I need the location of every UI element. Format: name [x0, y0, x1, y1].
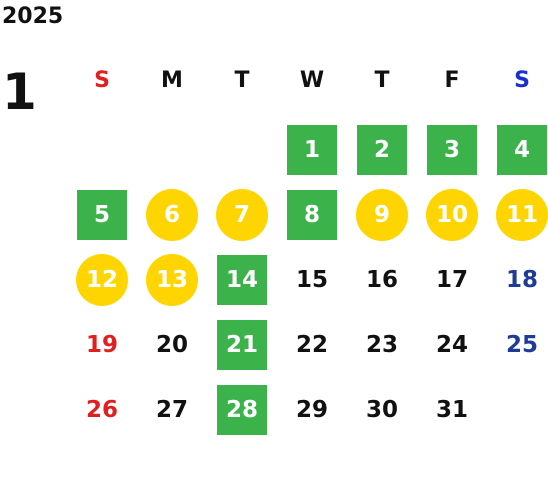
day-cell-19[interactable]: 19: [85, 332, 118, 358]
day-cell-2[interactable]: 2: [357, 125, 407, 175]
day-cell-28[interactable]: 28: [217, 385, 267, 435]
day-cell-12[interactable]: 12: [76, 254, 128, 306]
day-cell-16[interactable]: 16: [365, 267, 398, 293]
day-cell-30[interactable]: 30: [365, 397, 398, 423]
day-cell-5[interactable]: 5: [77, 190, 127, 240]
day-cell-20[interactable]: 20: [155, 332, 188, 358]
year-label: 2025: [2, 4, 64, 29]
weekday-wednesday: W: [299, 68, 325, 93]
day-cell-9[interactable]: 9: [356, 189, 408, 241]
day-cell-10[interactable]: 10: [426, 189, 478, 241]
weekday-thursday: T: [374, 68, 390, 93]
weekday-saturday: S: [514, 68, 530, 93]
weekday-friday: F: [444, 68, 460, 93]
day-cell-7[interactable]: 7: [216, 189, 268, 241]
day-cell-14[interactable]: 14: [217, 255, 267, 305]
day-cell-18[interactable]: 18: [505, 267, 538, 293]
day-cell-23[interactable]: 23: [365, 332, 398, 358]
day-cell-4[interactable]: 4: [497, 125, 547, 175]
day-cell-8[interactable]: 8: [287, 190, 337, 240]
day-cell-15[interactable]: 15: [295, 267, 328, 293]
day-cell-25[interactable]: 25: [505, 332, 538, 358]
day-cell-11[interactable]: 11: [496, 189, 548, 241]
day-cell-26[interactable]: 26: [85, 397, 118, 423]
day-cell-29[interactable]: 29: [295, 397, 328, 423]
day-cell-6[interactable]: 6: [146, 189, 198, 241]
day-cell-22[interactable]: 22: [295, 332, 328, 358]
day-cell-27[interactable]: 27: [155, 397, 188, 423]
month-label: 1: [2, 63, 37, 121]
day-cell-31[interactable]: 31: [435, 397, 468, 423]
weekday-tuesday: T: [234, 68, 250, 93]
day-cell-3[interactable]: 3: [427, 125, 477, 175]
day-cell-24[interactable]: 24: [435, 332, 468, 358]
day-cell-1[interactable]: 1: [287, 125, 337, 175]
weekday-monday: M: [161, 68, 183, 93]
day-cell-13[interactable]: 13: [146, 254, 198, 306]
day-cell-17[interactable]: 17: [435, 267, 468, 293]
day-cell-21[interactable]: 21: [217, 320, 267, 370]
weekday-sunday: S: [94, 68, 110, 93]
